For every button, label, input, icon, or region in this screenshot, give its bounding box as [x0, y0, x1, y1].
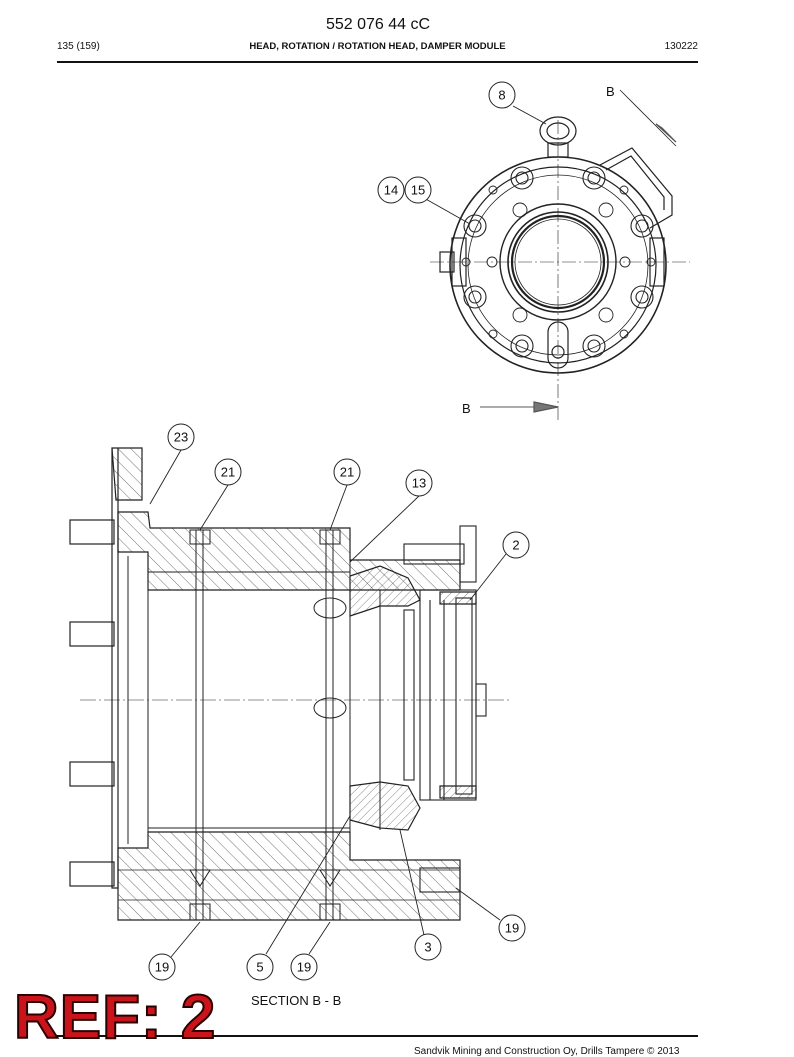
callout-8-label: 8 — [498, 88, 505, 103]
callout-19-right: 19 — [498, 914, 526, 942]
ref-label-overlay: REF: 2 — [13, 982, 217, 1053]
end-view — [430, 89, 690, 420]
callout-2: 2 — [502, 531, 530, 559]
callout-19-middle: 19 — [290, 953, 318, 981]
callout-19-left: 19 — [148, 953, 176, 981]
callout-14: 14 — [377, 176, 405, 204]
footer-rule — [57, 1035, 698, 1037]
section-marker-top: B — [606, 84, 615, 99]
callout-13-label: 13 — [412, 476, 426, 491]
footer-copyright: Sandvik Mining and Construction Oy, Dril… — [414, 1046, 680, 1057]
callout-8: 8 — [488, 81, 516, 109]
callout-2-label: 2 — [512, 538, 519, 553]
section-view — [69, 447, 510, 921]
callouts: 8 14 15 23 21 21 13 2 — [148, 81, 530, 981]
callout-13: 13 — [405, 469, 433, 497]
section-label: SECTION B - B — [251, 993, 341, 1008]
callout-21-right: 21 — [333, 458, 361, 486]
page-title: HEAD, ROTATION / ROTATION HEAD, DAMPER M… — [249, 41, 506, 52]
page-header: 135 (159) HEAD, ROTATION / ROTATION HEAD… — [57, 41, 698, 55]
page-count: 135 (159) — [57, 41, 100, 52]
callout-3: 3 — [414, 933, 442, 961]
callout-15: 15 — [404, 176, 432, 204]
callout-21-left-label: 21 — [221, 465, 235, 480]
callout-5: 5 — [246, 953, 274, 981]
callout-14-label: 14 — [384, 183, 398, 198]
header-rule — [57, 61, 698, 63]
callout-23: 23 — [167, 423, 195, 451]
callout-21-right-label: 21 — [340, 465, 354, 480]
callout-19-right-label: 19 — [505, 921, 519, 936]
callout-19-left-label: 19 — [155, 960, 169, 975]
callout-19-middle-label: 19 — [297, 960, 311, 975]
callout-21-left: 21 — [214, 458, 242, 486]
callout-5-label: 5 — [256, 960, 263, 975]
document-number: 552 076 44 cC — [325, 16, 431, 33]
callout-23-label: 23 — [174, 430, 188, 445]
leader-lines — [149, 105, 547, 958]
callout-15-label: 15 — [411, 183, 425, 198]
section-marker-bottom: B — [462, 401, 471, 416]
document-date: 130222 — [664, 41, 698, 52]
callout-3-label: 3 — [424, 940, 431, 955]
